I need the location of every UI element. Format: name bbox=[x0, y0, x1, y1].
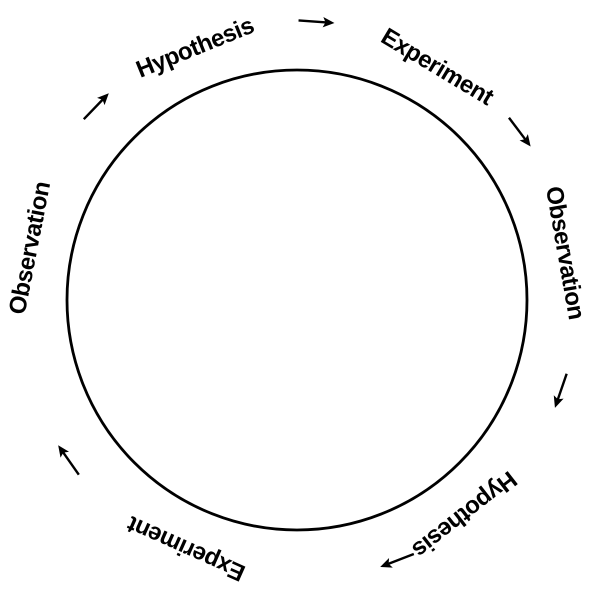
cycle-circle bbox=[65, 68, 529, 532]
cycle-label-observation: Observation bbox=[4, 179, 56, 316]
cycle-label-experiment: Experiment bbox=[376, 23, 498, 111]
cycle-label-experiment: Experiment bbox=[123, 510, 249, 586]
flow-arrow-icon bbox=[380, 552, 415, 568]
flow-arrow-icon bbox=[553, 373, 568, 408]
flow-arrow-icon bbox=[82, 93, 109, 120]
flow-arrow-icon bbox=[298, 16, 335, 28]
cycle-label-hypothesis: Hypothesis bbox=[132, 12, 258, 84]
cycle-label-hypothesis: Hypothesis bbox=[407, 465, 522, 563]
flow-arrow-icon bbox=[58, 445, 80, 476]
cycle-arrows bbox=[58, 16, 568, 568]
cycle-label-observation: Observation bbox=[540, 184, 590, 321]
flow-arrow-icon bbox=[508, 117, 531, 147]
